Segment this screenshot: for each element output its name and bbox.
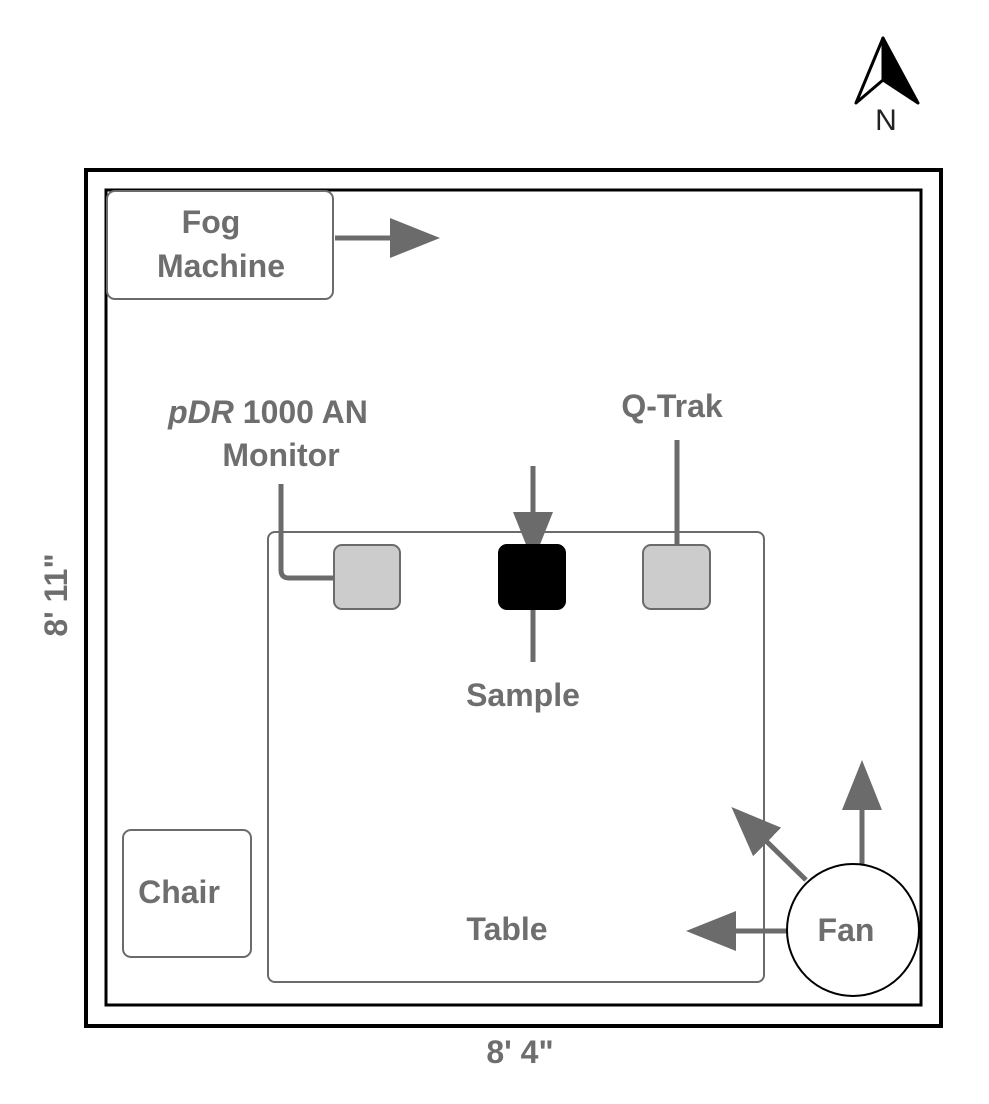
room-outer-wall <box>84 168 943 1028</box>
pdr-monitor: pDR 1000 AN Monitor <box>167 394 401 610</box>
q-trak-label: Q-Trak <box>621 388 723 424</box>
pdr-monitor-label-line1: pDR 1000 AN <box>167 394 368 430</box>
chair-box <box>122 829 252 958</box>
q-trak: Q-Trak <box>621 388 723 610</box>
fan-label: Fan <box>818 912 875 948</box>
pdr-monitor-device <box>333 544 401 610</box>
room-height-dimension: 8' 11" <box>38 553 74 636</box>
fan-airflow-arrow-diagonal <box>731 807 808 882</box>
compass-arrow-dark-half-icon <box>881 36 920 105</box>
sample: Sample <box>466 466 580 713</box>
fan: Fan <box>686 760 920 997</box>
compass-label: N <box>875 104 897 137</box>
pdr-model-text: 1000 AN <box>234 394 368 430</box>
table-label: Table <box>466 911 547 947</box>
fog-machine-label-line2: Machine <box>157 248 285 284</box>
q-trak-device <box>642 544 711 610</box>
fog-machine-box <box>106 190 334 300</box>
fan-body <box>786 863 920 997</box>
room-inner-wall <box>104 188 923 1007</box>
sample-label: Sample <box>466 677 580 713</box>
fog-machine: Fog Machine <box>106 190 440 300</box>
pdr-italic-text: pDR <box>167 394 234 430</box>
north-compass: N <box>854 36 920 137</box>
pdr-tube-line <box>278 484 335 581</box>
pdr-monitor-label-line2: Monitor <box>222 437 339 473</box>
chair: Chair <box>122 829 252 958</box>
chair-label: Chair <box>138 874 220 910</box>
room-width-dimension: 8' 4" <box>486 1034 553 1070</box>
fog-machine-label-line1: Fog <box>182 204 241 240</box>
sample-block <box>498 544 566 610</box>
compass-arrow-icon <box>854 36 885 105</box>
